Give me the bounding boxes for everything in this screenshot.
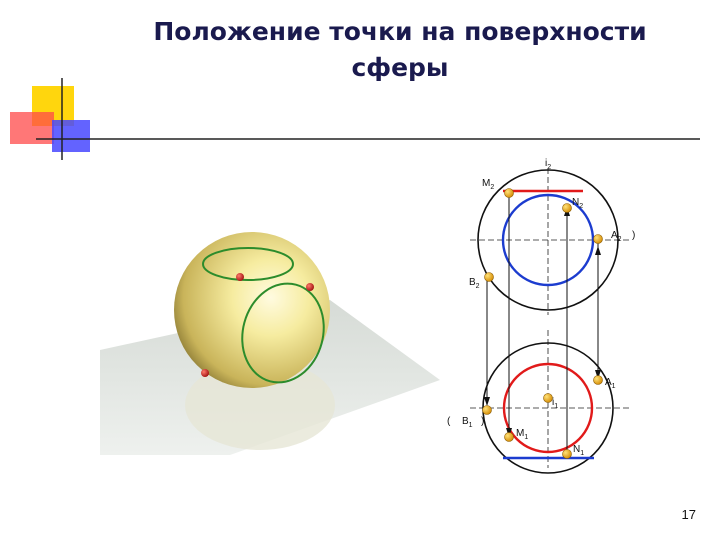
point-n2: [562, 203, 572, 213]
paren-open: (: [447, 416, 451, 427]
point-m2: [504, 188, 514, 198]
sphere-3d-illustration: [100, 232, 440, 455]
sphere-reflection: [185, 360, 335, 450]
point-a2: [593, 234, 603, 244]
label-n1: N1: [573, 444, 584, 457]
point-n1: [562, 449, 572, 459]
label-i1: i1: [552, 397, 558, 410]
sphere-meridian-circle: [241, 282, 325, 384]
label-m1: M1: [516, 428, 528, 441]
point-a1: [593, 375, 603, 385]
red-circle-lower: [502, 362, 594, 454]
sphere-parallel-circle: [202, 247, 294, 281]
slide-title: Положение точки на поверхности сферы: [100, 14, 700, 86]
title-line-2: сферы: [351, 53, 449, 82]
sphere-point: [236, 273, 244, 281]
point-i1: [543, 393, 553, 403]
label-b1: B1: [462, 416, 473, 429]
point-b2: [484, 272, 494, 282]
label-i2: i2: [545, 158, 551, 171]
paren-close-a: ): [632, 230, 635, 241]
projection-drawing: i2 M2 N2 A2 ) B2 A1 i1 ( B1 ) M1 N1: [447, 158, 635, 474]
label-a1: A1: [605, 377, 616, 390]
label-a2: A2: [611, 230, 622, 243]
point-m1: [504, 432, 514, 442]
outline-circle-upper: [477, 169, 619, 311]
corner-decoration: [10, 78, 700, 160]
label-m2: M2: [482, 178, 494, 191]
title-line-1: Положение точки на поверхности: [153, 17, 647, 46]
label-n2: N2: [572, 197, 583, 210]
sphere: [174, 232, 330, 388]
paren-close-b: ): [481, 416, 484, 427]
slide-number: 17: [681, 507, 696, 522]
label-b2: B2: [469, 277, 480, 290]
sphere-point: [306, 283, 314, 291]
point-b1: [482, 405, 492, 415]
blue-circle-upper: [501, 193, 595, 287]
sphere-point: [201, 369, 209, 377]
